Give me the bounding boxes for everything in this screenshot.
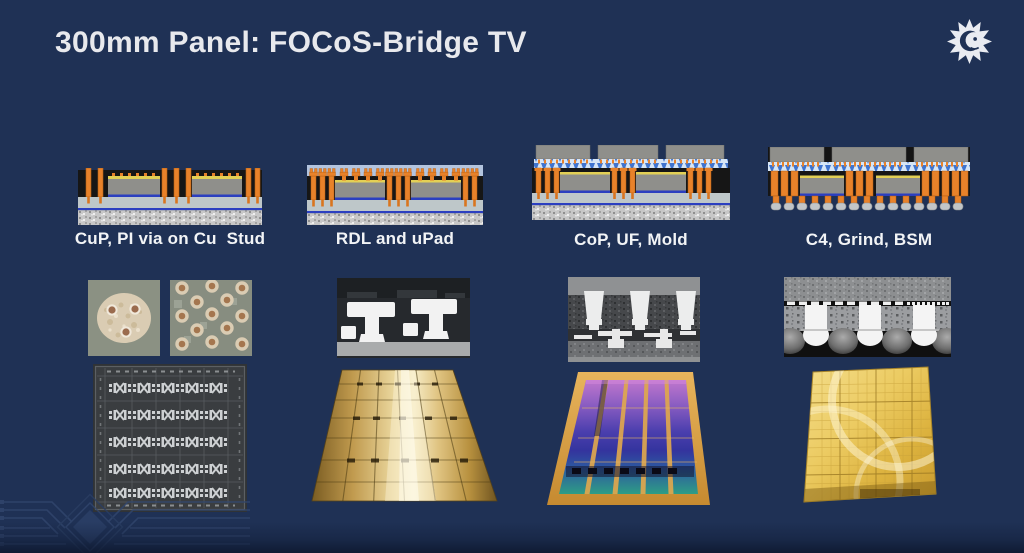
caption-rdl-upad: RDL and uPad <box>335 229 455 248</box>
schematic-c4-grind-bsm <box>768 147 970 211</box>
footer-shade <box>0 522 1024 553</box>
photo-gold-panel-rdl <box>311 369 498 502</box>
schematic-cop-uf-mold <box>532 145 730 220</box>
page-title: 300mm Panel: FOCoS-Bridge TV <box>55 26 527 59</box>
caption-cup-pi-via: CuP, PI via on Cu Stud <box>74 229 266 248</box>
sun-logo-icon <box>947 19 992 64</box>
photo-sem-c4-bumps <box>784 277 951 357</box>
caption-c4-grind-bsm: C4, Grind, BSM <box>805 230 933 249</box>
photo-purple-panel-cop <box>547 372 710 505</box>
photo-sem-rdl-upad <box>337 278 470 358</box>
schematic-rdl-upad <box>307 165 483 225</box>
photo-cu-pad-single <box>88 280 160 356</box>
photo-gold-panel-bsm <box>803 366 937 503</box>
photo-sem-cop-mold <box>568 277 700 362</box>
photo-cu-pad-array <box>170 280 252 356</box>
caption-cop-uf-mold: CoP, UF, Mold <box>574 230 688 249</box>
photo-panel-dark-grid <box>93 364 247 512</box>
schematic-cup-pi-via <box>78 168 262 225</box>
